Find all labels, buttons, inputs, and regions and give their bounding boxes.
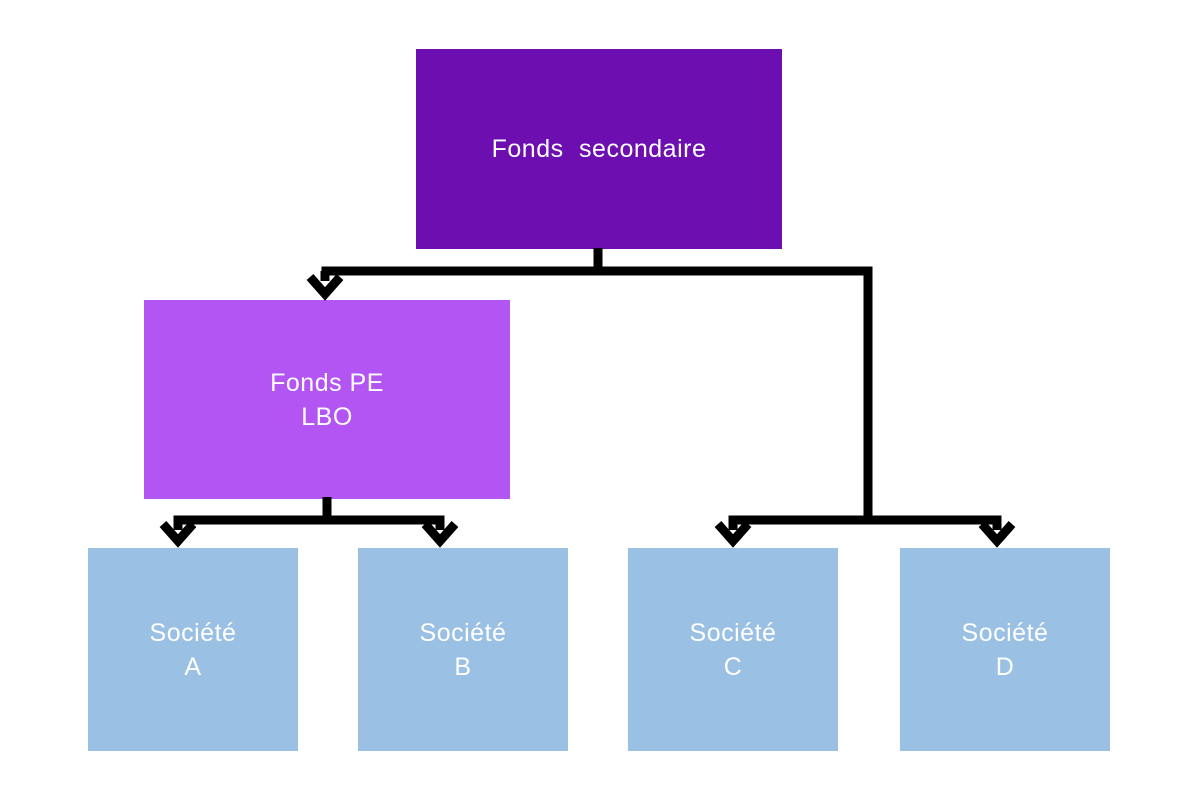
arrow-to-societe-d-icon — [978, 521, 1016, 548]
arrow-to-societe-b-icon — [421, 521, 459, 548]
node-label-line1: Société — [961, 618, 1049, 647]
arrow-to-societe-c-icon — [714, 521, 752, 548]
node-fonds-pe-lbo: Fonds PE LBO — [144, 300, 510, 499]
node-label-line1: Société — [689, 618, 777, 647]
node-label-line1: Société — [149, 618, 237, 647]
node-label-line2: B — [454, 652, 472, 681]
node-fonds-secondaire: Fonds secondaire — [416, 49, 782, 249]
arrow-to-societe-a-icon — [159, 521, 197, 548]
node-societe-a: Société A — [88, 548, 298, 751]
arrow-to-fonds-pe-lbo-icon — [306, 274, 344, 301]
node-label-line2: A — [184, 652, 202, 681]
node-label: Fonds secondaire — [491, 135, 707, 163]
node-societe-d: Société D — [900, 548, 1110, 751]
node-label-line2: D — [995, 652, 1015, 681]
node-label-line1: Fonds PE — [270, 368, 384, 397]
node-societe-b: Société B — [358, 548, 568, 751]
node-label-line1: Société — [419, 618, 507, 647]
node-societe-c: Société C — [628, 548, 838, 751]
node-label-line2: LBO — [301, 402, 353, 431]
node-label-line2: C — [723, 652, 743, 681]
